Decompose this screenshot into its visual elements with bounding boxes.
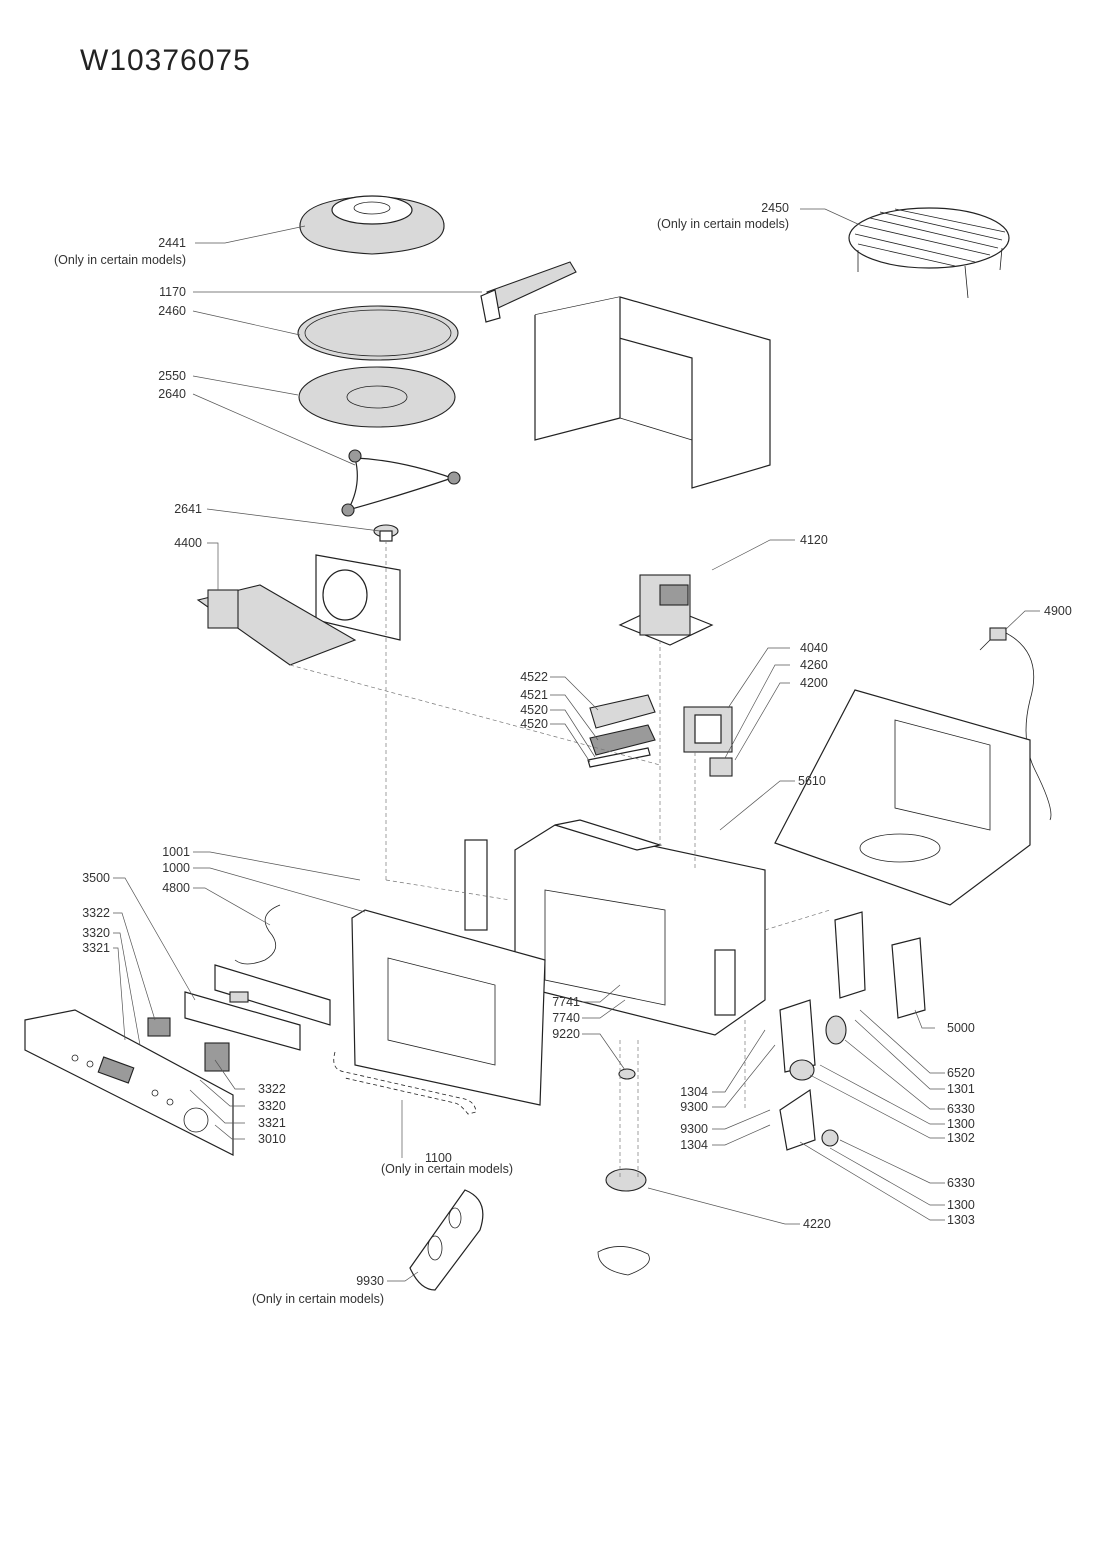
label-4521: 4521 [520, 688, 548, 702]
label-2550: 2550 [158, 369, 186, 383]
label-4220: 4220 [803, 1217, 831, 1231]
label-6330-a: 6330 [947, 1102, 975, 1116]
label-1304-a: 1304 [680, 1085, 708, 1099]
label-1300-b: 1300 [947, 1198, 975, 1212]
label-9300-b: 9300 [680, 1122, 708, 1136]
label-1304-b: 1304 [680, 1138, 708, 1152]
label-1100: 1100 [425, 1151, 452, 1165]
label-3010: 3010 [258, 1132, 286, 1146]
note-2450: (Only in certain models) [657, 217, 789, 231]
label-1303: 1303 [947, 1213, 975, 1227]
label-1000: 1000 [162, 861, 190, 875]
part-labels: 2441 (Only in certain models) 2450 (Only… [54, 201, 1072, 1306]
label-1302: 1302 [947, 1131, 975, 1145]
part-1100-handle [333, 1051, 477, 1115]
part-4220-motor [597, 1168, 650, 1276]
label-3320-a: 3320 [82, 926, 110, 940]
part-2460-plate [297, 305, 459, 361]
label-9300-a: 9300 [680, 1100, 708, 1114]
label-4200: 4200 [800, 676, 828, 690]
label-3321-b: 3321 [258, 1116, 286, 1130]
label-2460: 2460 [158, 304, 186, 318]
part-2550-turntable [298, 366, 456, 428]
main-cavity [464, 819, 766, 1036]
label-3321-a: 3321 [82, 941, 110, 955]
door-switch-assembly-upper [779, 999, 847, 1081]
label-4040: 4040 [800, 641, 828, 655]
part-2441-cover [299, 195, 445, 255]
label-4900: 4900 [1044, 604, 1072, 618]
label-4800: 4800 [162, 881, 190, 895]
part-5000-board [834, 911, 926, 1019]
rear-panel [774, 689, 1031, 906]
label-2450: 2450 [761, 201, 789, 215]
note-1100: (Only in certain models) [381, 1162, 513, 1176]
label-7741: 7741 [552, 995, 580, 1009]
part-4900-power-cord [979, 627, 1052, 821]
part-4120-transformer [618, 574, 714, 646]
label-4400: 4400 [174, 536, 202, 550]
label-2441: 2441 [158, 236, 186, 250]
outer-wrapper [534, 296, 771, 489]
label-1301: 1301 [947, 1082, 975, 1096]
parts-4520-series [587, 694, 656, 768]
part-3010-control-panel [24, 1009, 234, 1156]
leader-lines [113, 208, 1040, 1282]
label-2641: 2641 [174, 502, 202, 516]
label-3322-b: 3322 [258, 1082, 286, 1096]
label-4522: 4522 [520, 670, 548, 684]
label-9930: 9930 [356, 1274, 384, 1288]
part-4040-magnetron [683, 706, 733, 753]
label-6330-b: 6330 [947, 1176, 975, 1190]
part-2641-coupler [373, 524, 399, 542]
label-4120: 4120 [800, 533, 828, 547]
label-5610: 5610 [798, 774, 826, 788]
label-4520-b: 4520 [520, 717, 548, 731]
label-7740: 7740 [552, 1011, 580, 1025]
label-5000: 5000 [947, 1021, 975, 1035]
part-1170-handle [480, 261, 577, 323]
diagram-title: W10376075 [80, 44, 251, 77]
part-9930-accessory [409, 1189, 484, 1291]
label-6520: 6520 [947, 1066, 975, 1080]
label-1001: 1001 [162, 845, 190, 859]
part-2450-rack [848, 207, 1010, 299]
part-2640-roller-support [341, 449, 461, 517]
label-3320-b: 3320 [258, 1099, 286, 1113]
note-2441: (Only in certain models) [54, 253, 186, 267]
door-switch-assembly-lower [779, 1088, 839, 1151]
part-4200-capacitor [709, 757, 733, 777]
part-3500-control-board [147, 964, 331, 1072]
label-3322-a: 3322 [82, 906, 110, 920]
part-4800-gasket [234, 904, 281, 965]
label-9220: 9220 [552, 1027, 580, 1041]
label-1300-a: 1300 [947, 1117, 975, 1131]
label-3500: 3500 [82, 871, 110, 885]
label-4520-a: 4520 [520, 703, 548, 717]
label-2640: 2640 [158, 387, 186, 401]
part-9220-foot [618, 1068, 636, 1080]
label-4260: 4260 [800, 658, 828, 672]
label-1170: 1170 [159, 285, 186, 299]
note-9930: (Only in certain models) [252, 1292, 384, 1306]
part-4400-fan-assembly [196, 554, 401, 666]
